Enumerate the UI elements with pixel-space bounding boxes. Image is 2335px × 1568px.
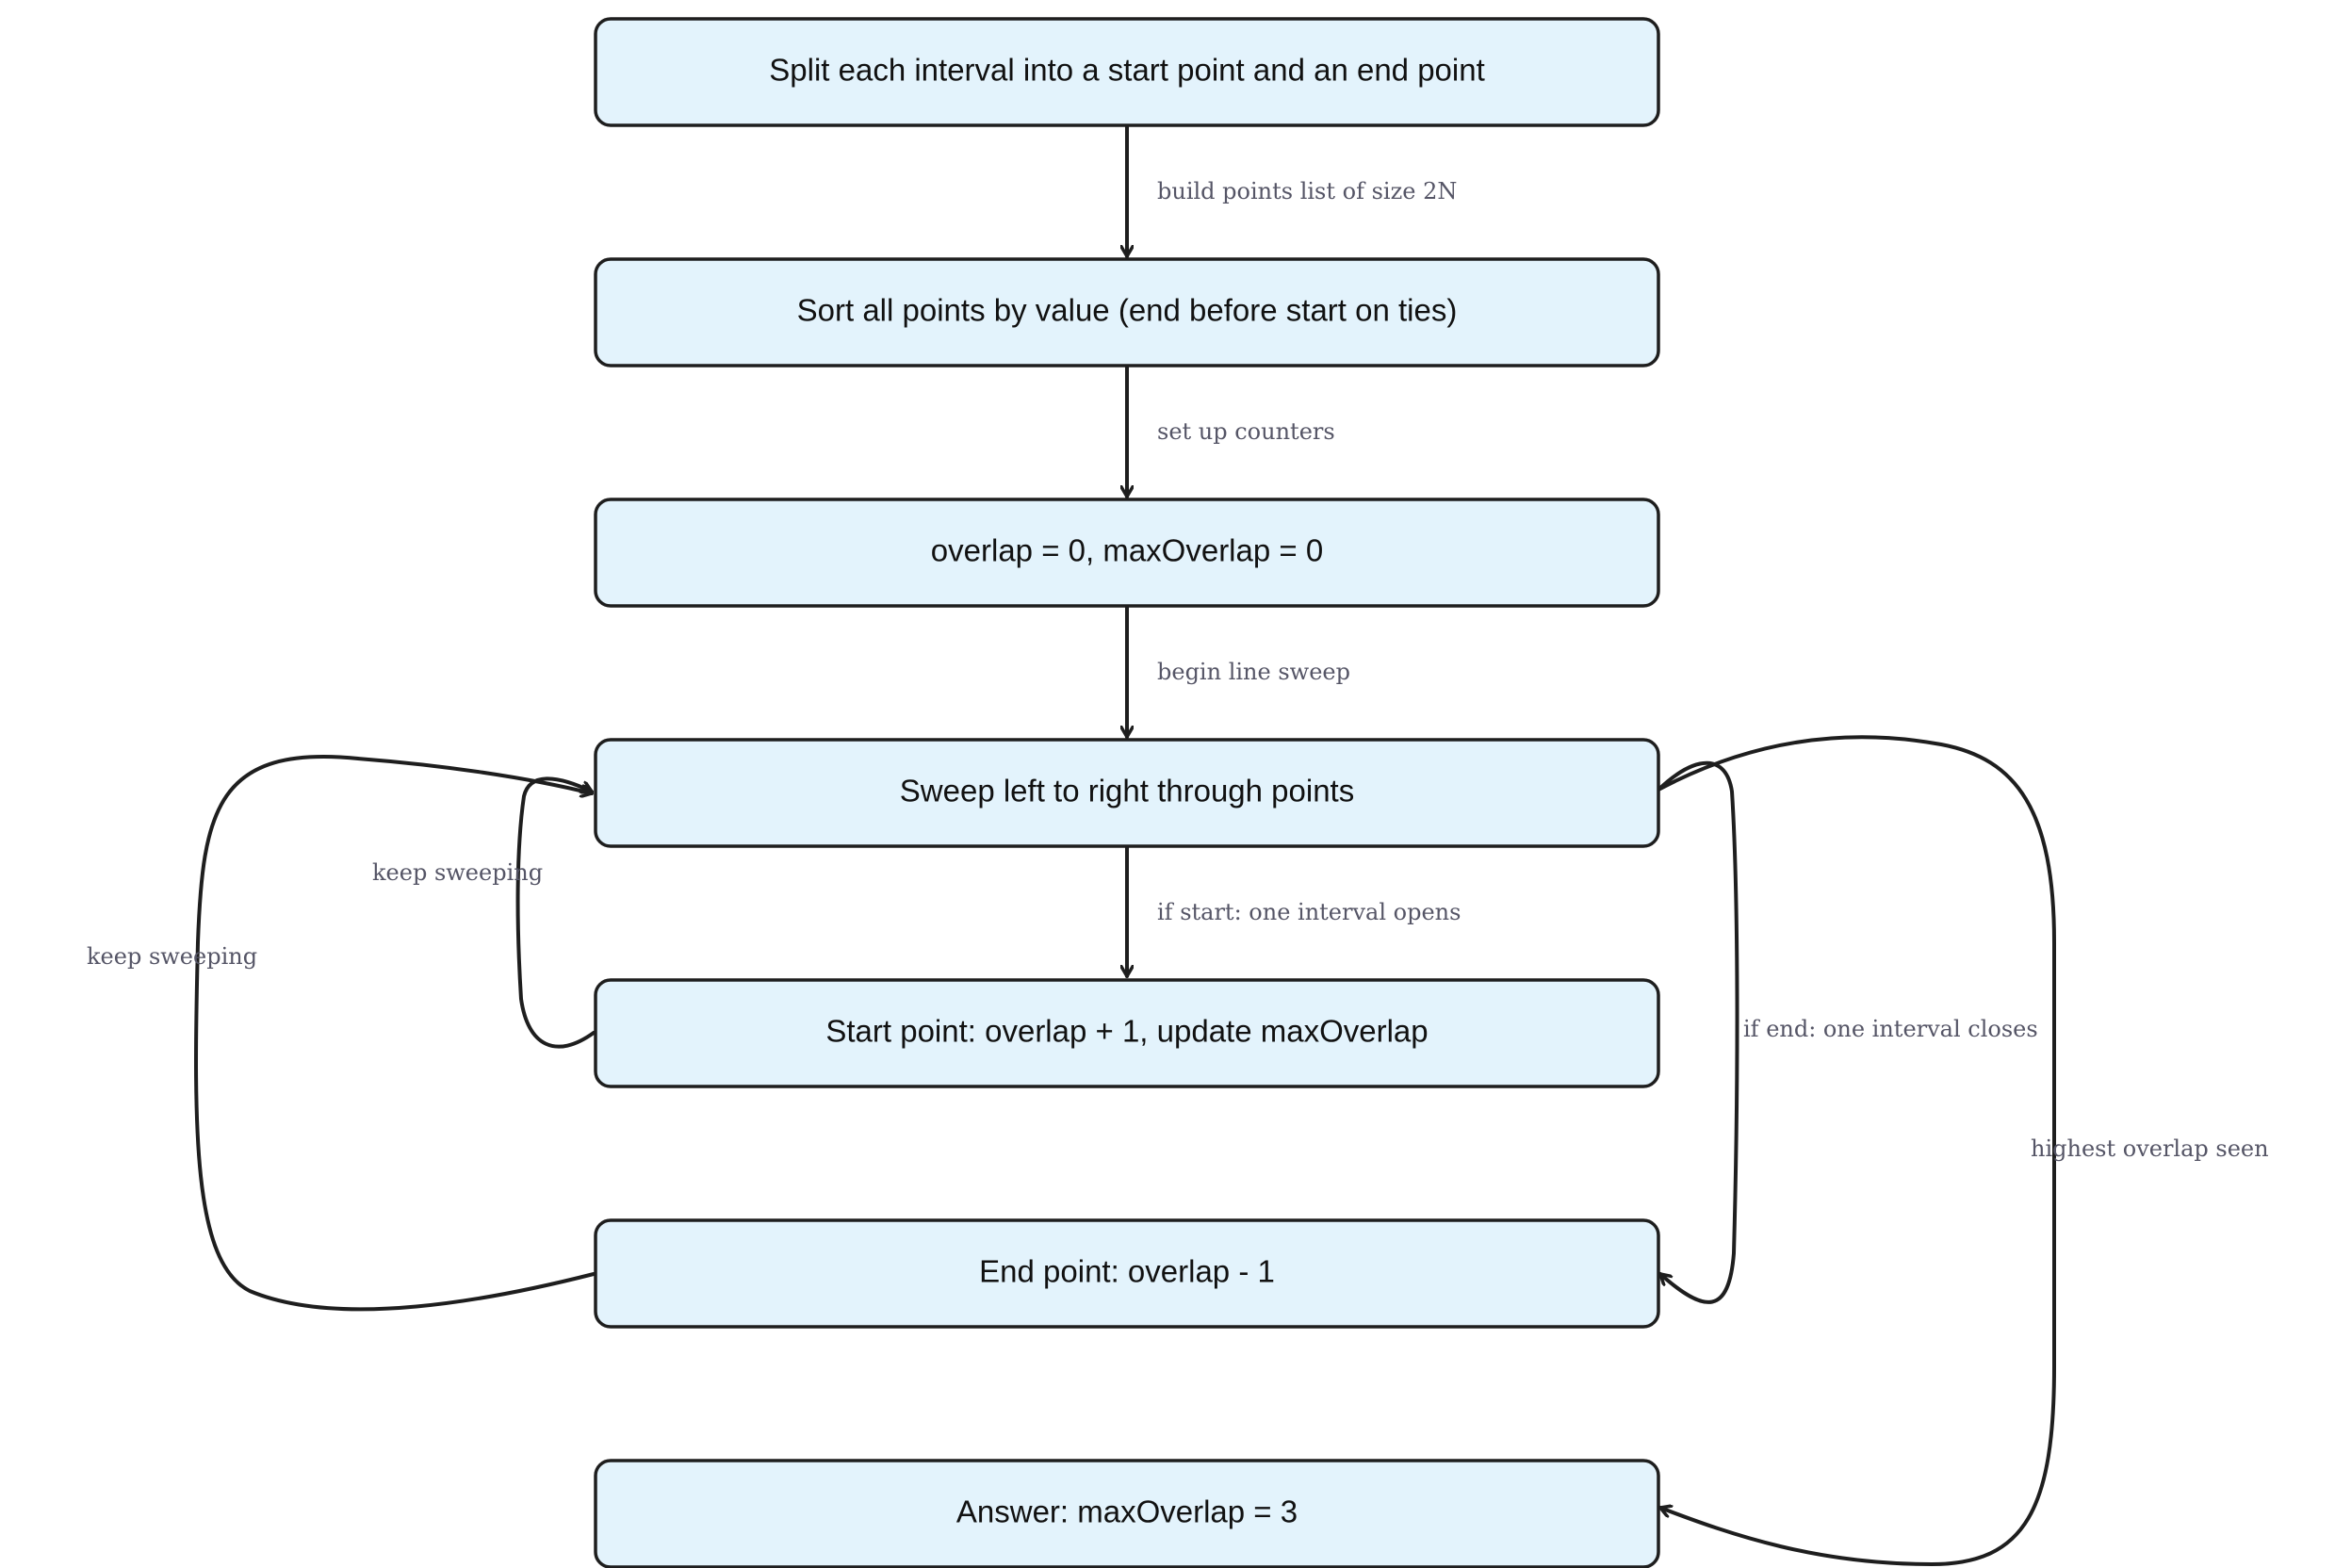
node-sort: Sort all points by value (end before sta… (594, 257, 1660, 368)
node-answer: Answer: maxOverlap = 3 (594, 1459, 1660, 1568)
node-sort-label: Sort all points by value (end before sta… (797, 293, 1458, 328)
edge-sweep-to-end (1657, 760, 1739, 1304)
edge-label-if-start: if start: one interval opens (1157, 899, 1461, 925)
node-start: Start point: overlap + 1, update maxOver… (594, 978, 1660, 1088)
edge-labels: build points list of size 2N set up coun… (87, 178, 2269, 1162)
node-split-label: Split each interval into a start point a… (769, 53, 1485, 88)
edge-sweep-to-answer (1657, 735, 2056, 1566)
edge-label-begin-line-sweep: begin line sweep (1157, 659, 1350, 685)
node-answer-label: Answer: maxOverlap = 3 (956, 1494, 1298, 1529)
node-init-label: overlap = 0, maxOverlap = 0 (931, 533, 1323, 568)
edge-start-to-sweep (515, 776, 596, 1049)
edge-label-if-end: if end: one interval closes (1743, 1016, 2038, 1042)
node-end-label: End point: overlap - 1 (979, 1254, 1275, 1289)
edge-label-highest-overlap: highest overlap seen (2031, 1135, 2269, 1162)
edges (194, 125, 2056, 1566)
edge-label-keep-sweeping-outer: keep sweeping (87, 943, 257, 970)
node-split: Split each interval into a start point a… (594, 17, 1660, 127)
node-sweep-label: Sweep left to right through points (900, 774, 1354, 808)
node-end: End point: overlap - 1 (594, 1218, 1660, 1329)
edge-end-to-sweep (194, 755, 596, 1312)
edge-label-build-points: build points list of size 2N (1157, 178, 1457, 204)
node-sweep: Sweep left to right through points (594, 738, 1660, 848)
nodes: Split each interval into a start point a… (594, 17, 1660, 1568)
node-start-label: Start point: overlap + 1, update maxOver… (825, 1014, 1428, 1049)
node-init: overlap = 0, maxOverlap = 0 (594, 498, 1660, 608)
edge-label-keep-sweeping-inner: keep sweeping (372, 859, 543, 886)
edge-label-set-up-counters: set up counters (1157, 418, 1335, 445)
